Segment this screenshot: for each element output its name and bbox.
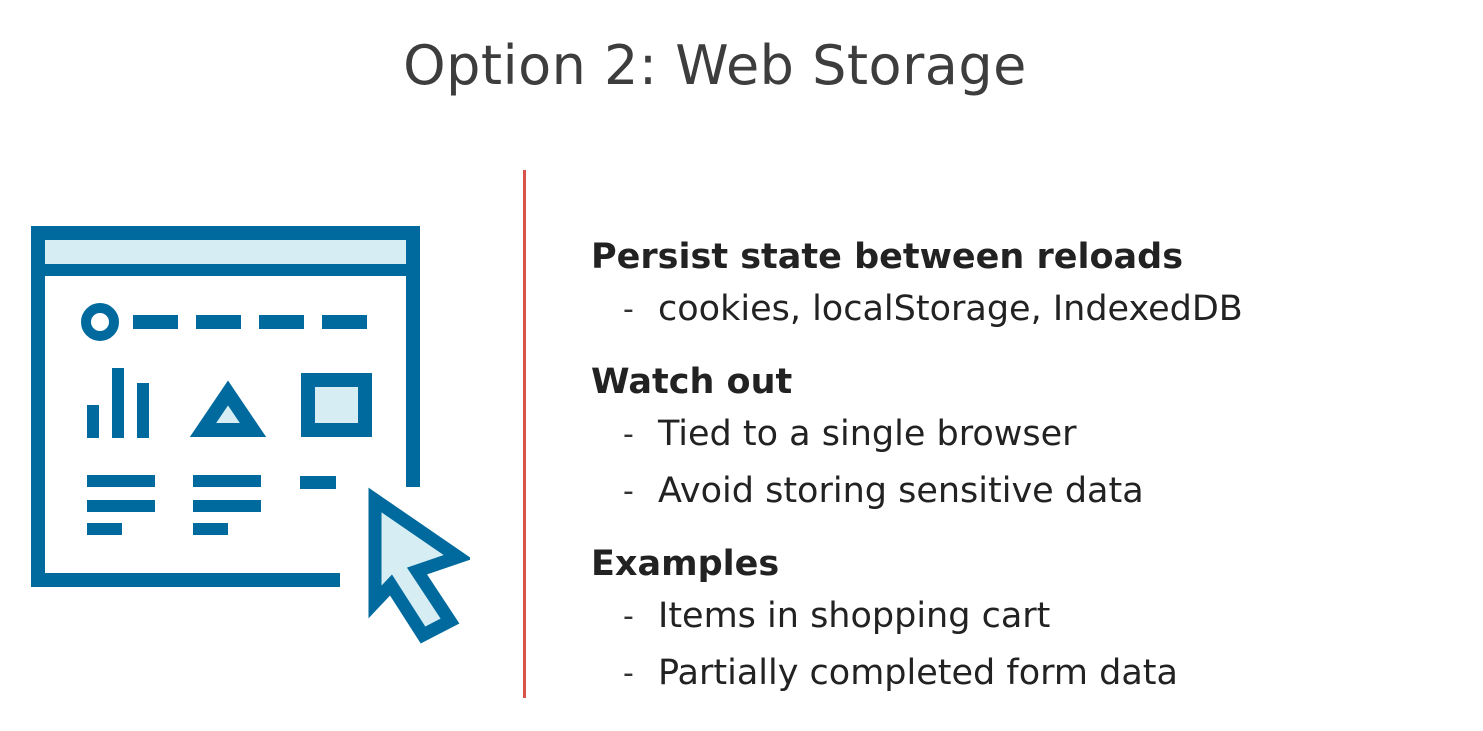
bullet-dash: - <box>623 599 634 634</box>
slide-title: Option 2: Web Storage <box>403 34 1027 97</box>
section-heading: Watch out <box>591 362 793 402</box>
vertical-divider <box>523 170 526 698</box>
list-item: - Partially completed form data <box>591 645 1451 702</box>
bullet-dash: - <box>623 417 634 452</box>
list-item-text: cookies, localStorage, IndexedDB <box>658 289 1243 329</box>
section-examples: Examples - Items in shopping cart - Part… <box>591 540 1451 702</box>
list-item: - Avoid storing sensitive data <box>591 463 1451 520</box>
list-item: - cookies, localStorage, IndexedDB <box>591 281 1451 338</box>
bullet-dash: - <box>623 474 634 509</box>
mouse-cursor-icon <box>368 487 473 644</box>
section-items: - Tied to a single browser - Avoid stori… <box>591 406 1451 520</box>
section-watch-out: Watch out - Tied to a single browser - A… <box>591 358 1451 520</box>
section-items: - cookies, localStorage, IndexedDB <box>591 281 1451 338</box>
bullet-dash: - <box>623 292 634 327</box>
bullet-dash: - <box>623 656 634 691</box>
content-list: Persist state between reloads - cookies,… <box>591 233 1451 702</box>
list-item-text: Partially completed form data <box>658 653 1178 693</box>
browser-window-icon <box>31 226 473 644</box>
list-item-text: Avoid storing sensitive data <box>658 471 1144 511</box>
list-item: - Items in shopping cart <box>591 588 1451 645</box>
browser-illustration <box>30 225 473 649</box>
section-heading: Persist state between reloads <box>591 237 1184 277</box>
list-item-text: Tied to a single browser <box>658 414 1077 454</box>
section-items: - Items in shopping cart - Partially com… <box>591 588 1451 702</box>
list-item: - Tied to a single browser <box>591 406 1451 463</box>
list-item-text: Items in shopping cart <box>658 596 1051 636</box>
section-persist-state: Persist state between reloads - cookies,… <box>591 233 1451 338</box>
section-heading: Examples <box>591 544 780 584</box>
